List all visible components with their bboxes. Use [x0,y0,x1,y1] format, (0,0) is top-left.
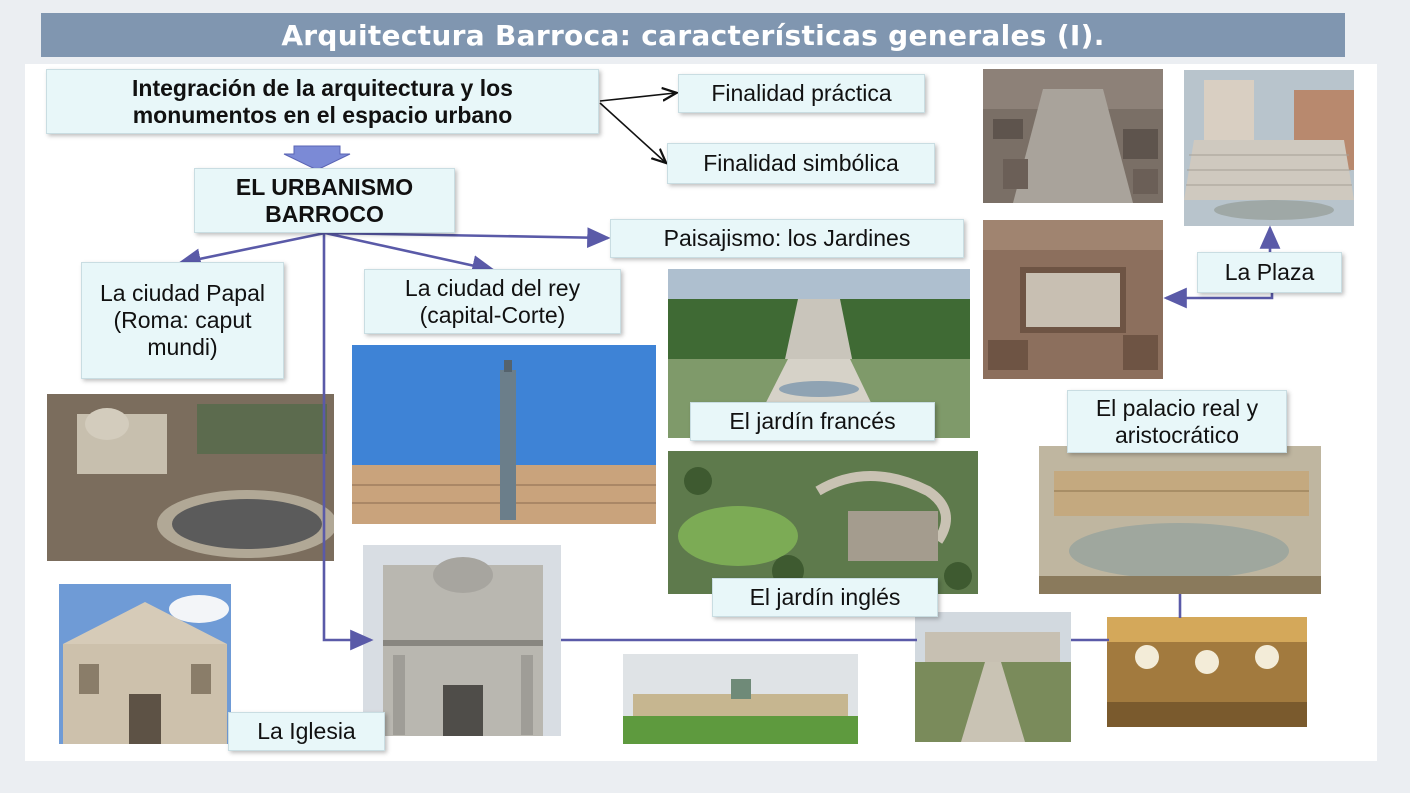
box-finalidad-simbolica: Finalidad simbólica [667,143,935,184]
box-jardin-frances: El jardín francés [690,402,935,441]
box-la-plaza: La Plaza [1197,252,1342,293]
photo-place-vendome [352,345,656,524]
photo-gesu-church [59,584,231,744]
box-jardin-ingles: El jardín inglés [712,578,938,617]
box-finalidad-practica: Finalidad práctica [678,74,925,113]
photo-palace-fountain [1039,446,1321,594]
box-integracion: Integración de la arquitectura y los mon… [46,69,599,134]
photo-san-carlo [363,545,561,736]
slide-title: Arquitectura Barroca: características ge… [41,13,1345,57]
box-ciudad-rey: La ciudad del rey (capital-Corte) [364,269,621,334]
photo-royal-palace-madrid [915,612,1071,742]
photo-hall-of-mirrors [1107,617,1307,727]
photo-st-peters-square [47,394,334,561]
photo-spanish-steps [1184,70,1354,226]
photo-rome-aerial [983,69,1163,203]
photo-plaza-aerial [983,220,1163,379]
box-paisajismo: Paisajismo: los Jardines [610,219,964,258]
box-ciudad-papal: La ciudad Papal (Roma: caput mundi) [81,262,284,379]
box-urbanismo-barroco: EL URBANISMO BARROCO [194,168,455,233]
box-la-iglesia: La Iglesia [228,712,385,751]
box-palacio-real: El palacio real y aristocrático [1067,390,1287,453]
photo-english-garden [668,451,978,594]
photo-charlottenburg [623,654,858,744]
